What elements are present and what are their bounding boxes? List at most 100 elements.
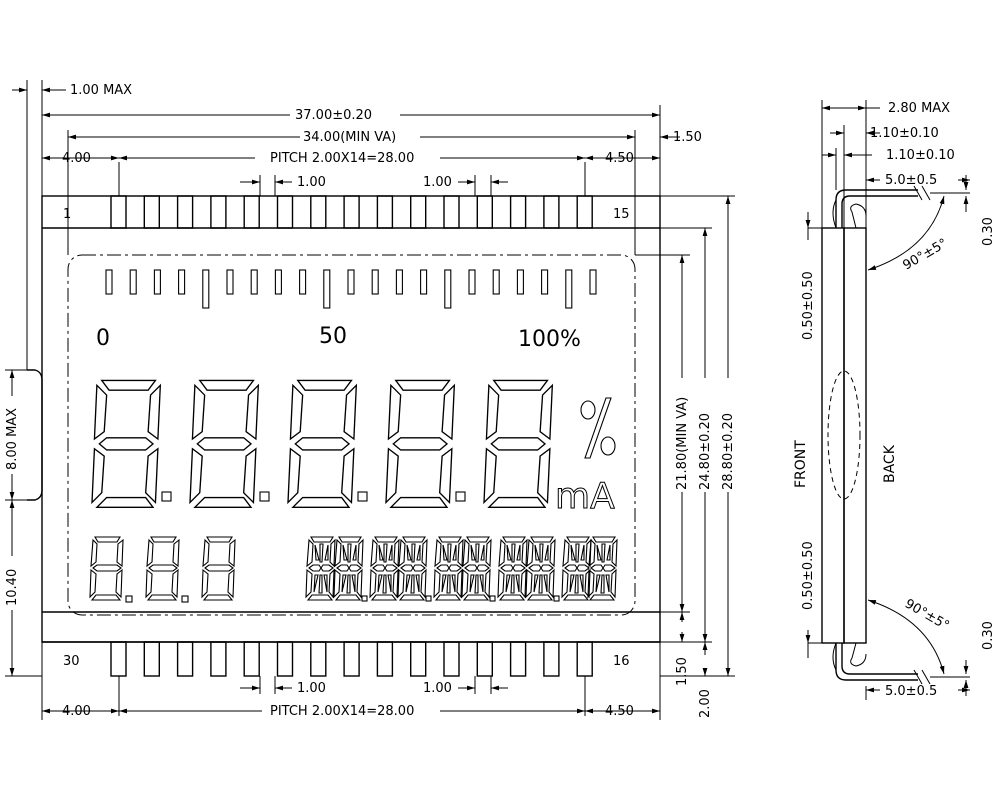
bar-segment xyxy=(129,269,137,295)
pin-last-top: 15 xyxy=(613,207,630,222)
dim-angle-top: 90°±5° xyxy=(901,236,951,273)
bar-segment xyxy=(395,269,403,295)
side-view xyxy=(805,100,970,700)
alpha-digits xyxy=(305,536,618,602)
scale-fifty: 50 xyxy=(319,324,347,349)
pin xyxy=(410,641,427,677)
pin xyxy=(176,195,194,229)
dim-lead-height: 8.00 MAX xyxy=(5,408,20,470)
pin xyxy=(476,195,493,229)
pin xyxy=(509,641,527,677)
pin xyxy=(243,195,260,229)
back-glass xyxy=(843,227,867,644)
dim-lead-gap-bottom: 0.30 xyxy=(981,621,996,650)
bar-graph xyxy=(105,269,597,309)
dim-pin-width-a-bottom: 1.00 xyxy=(297,681,326,696)
pin xyxy=(110,641,127,677)
bar-segment xyxy=(178,269,186,295)
bottom-pins xyxy=(110,641,593,677)
pin xyxy=(243,641,260,677)
dim-pin-offset-top: 0.50±0.50 xyxy=(801,271,816,340)
pin-outline xyxy=(827,370,861,500)
pin xyxy=(276,195,294,229)
pin xyxy=(310,641,327,677)
dim-pitch-bottom: PITCH 2.00X14=28.00 xyxy=(270,704,414,719)
bar-segment xyxy=(541,269,549,295)
bar-segment xyxy=(274,269,282,295)
front-view xyxy=(5,80,735,720)
dim-glass-a: 1.10±0.10 xyxy=(870,126,939,141)
glass-outline xyxy=(41,195,661,643)
dim-bottom-margin: 1.50 xyxy=(675,657,690,686)
pin xyxy=(509,195,527,229)
top-pins xyxy=(110,195,593,229)
dim-glass-height: 24.80±0.20 xyxy=(698,413,713,490)
pin xyxy=(443,641,460,677)
dim-angle-bottom: 90°±5° xyxy=(902,596,952,633)
dim-lead-offset: 10.40 xyxy=(5,569,20,606)
bar-segment xyxy=(420,269,428,295)
pin xyxy=(443,195,460,229)
pin xyxy=(543,195,560,229)
small-digits xyxy=(89,536,236,603)
scale-hundred: 100% xyxy=(518,327,581,352)
label-front: FRONT xyxy=(793,440,809,488)
pin xyxy=(543,641,560,677)
bar-segment xyxy=(153,269,161,295)
dim-lead-gap-top: 0.30 xyxy=(981,217,996,246)
pin xyxy=(143,195,161,229)
front-glass xyxy=(821,227,845,644)
dim-pin-width-b-bottom: 1.00 xyxy=(423,681,452,696)
dim-overall-height: 28.80±0.20 xyxy=(721,413,736,490)
bar-segment xyxy=(516,269,524,295)
dim-right-offset-top: 4.50 xyxy=(605,151,634,166)
viewing-area xyxy=(67,254,636,616)
top-lead xyxy=(835,189,918,228)
bar-segment xyxy=(226,269,234,295)
front-dim-labels: 1.00 MAX 37.00±0.20 34.00(MIN VA) 1.50 4… xyxy=(5,83,736,719)
pin xyxy=(276,641,294,677)
lead-bump xyxy=(27,369,43,501)
scale-zero: 0 xyxy=(96,326,110,351)
pin xyxy=(576,641,593,677)
dim-lead-bend-top: 5.0±0.5 xyxy=(885,173,937,188)
pin-last-bottom: 16 xyxy=(613,654,630,669)
dim-left-offset-bottom: 4.00 xyxy=(62,704,91,719)
bar-segment xyxy=(492,269,500,295)
bar-segment xyxy=(371,269,379,295)
bar-segment xyxy=(444,269,452,309)
dim-va-height: 21.80(MIN VA) xyxy=(675,397,690,490)
pin xyxy=(110,195,127,229)
dim-thickness: 1.00 MAX xyxy=(70,83,132,98)
dim-pin-width-b-top: 1.00 xyxy=(423,175,452,190)
pin xyxy=(143,641,161,677)
pin xyxy=(210,195,227,229)
pin xyxy=(410,195,427,229)
main-digits xyxy=(91,379,553,508)
dim-pin-width-a-top: 1.00 xyxy=(297,175,326,190)
pin xyxy=(176,641,194,677)
bar-segment xyxy=(105,269,113,295)
dim-lead-bend-bottom: 5.0±0.5 xyxy=(885,684,937,699)
unit-ma: mA xyxy=(555,476,615,517)
dim-left-offset-top: 4.00 xyxy=(62,151,91,166)
bar-segment xyxy=(250,269,258,295)
pin xyxy=(310,195,327,229)
pin xyxy=(376,195,394,229)
lcd-labels: 0 50 100% mA xyxy=(96,324,616,518)
pin xyxy=(210,641,227,677)
dim-pitch-top: PITCH 2.00X14=28.00 xyxy=(270,151,414,166)
dim-pin-offset-bottom: 0.50±0.50 xyxy=(801,541,816,610)
percent-symbol xyxy=(580,397,616,459)
bottom-lead xyxy=(835,643,918,681)
dim-glass-b: 1.10±0.10 xyxy=(886,148,955,163)
label-back: BACK xyxy=(882,444,898,483)
pin xyxy=(376,641,394,677)
dim-viewing-area: 34.00(MIN VA) xyxy=(303,130,396,145)
bar-segment xyxy=(347,269,355,295)
pin-first-top: 1 xyxy=(63,207,71,222)
bar-segment xyxy=(565,269,573,309)
bar-segment xyxy=(299,269,307,295)
dim-right-offset-bottom: 4.50 xyxy=(605,704,634,719)
